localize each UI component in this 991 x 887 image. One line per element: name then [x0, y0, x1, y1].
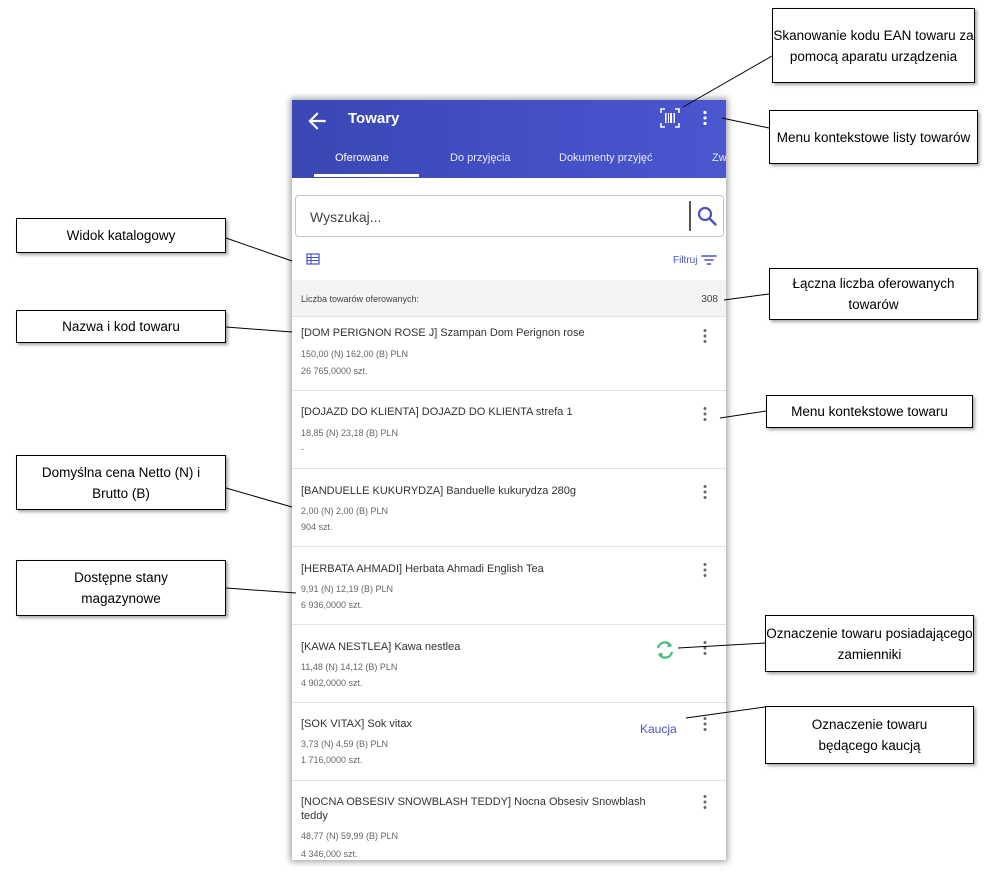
product-row[interactable]: [HERBATA AHMADI] Herbata Ahmadi English …	[292, 547, 726, 625]
page-title: Towary	[348, 110, 400, 127]
active-tab-indicator	[314, 174, 419, 177]
item-context-menu-button[interactable]	[694, 559, 716, 581]
product-stock: 6 936,0000 szt.	[301, 600, 363, 610]
callout-list-menu: Menu kontekstowe listy towarów	[769, 110, 978, 164]
more-vertical-icon	[703, 485, 707, 499]
callout-name-code: Nazwa i kod towaru	[16, 310, 226, 343]
callout-catalog-view: Widok katalogowy	[16, 218, 226, 253]
product-price: 11,48 (N) 14,12 (B) PLN	[301, 662, 398, 672]
product-price: 18,85 (N) 23,18 (B) PLN	[301, 428, 399, 438]
product-name: [BANDUELLE KUKURYDZA] Banduelle kukurydz…	[301, 485, 576, 497]
item-context-menu-button[interactable]	[694, 325, 716, 347]
product-price: 150,00 (N) 162,00 (B) PLN	[301, 349, 409, 359]
more-vertical-icon	[703, 110, 707, 126]
barcode-scan-icon	[660, 108, 680, 128]
product-row[interactable]: [SOK VITAX] Sok vitax 3,73 (N) 4,59 (B) …	[292, 703, 726, 781]
tab-do-przyjecia[interactable]: Do przyjęcia	[450, 152, 511, 164]
arrow-left-icon	[308, 112, 326, 130]
callout-total-count: Łączna liczba oferowanych towarów	[769, 268, 978, 320]
substitutes-indicator	[654, 639, 676, 661]
product-name: [SOK VITAX] Sok vitax	[301, 718, 413, 730]
callout-stock: Dostępne stany magazynowe	[16, 560, 226, 616]
item-context-menu-button[interactable]	[694, 403, 716, 425]
more-vertical-icon	[703, 795, 707, 809]
callout-deposit: Oznaczenie towaru będącego kaucją	[765, 706, 974, 764]
item-context-menu-button[interactable]	[694, 713, 716, 735]
filter-label: Filtruj	[673, 254, 698, 266]
tab-dokumenty-przyjec[interactable]: Dokumenty przyjęć	[559, 152, 653, 164]
product-name: [NOCNA OBSESIV SNOWBLASH TEDDY] Nocna Ob…	[301, 796, 646, 822]
callout-substitutes: Oznaczenie towaru posiadającego zamienni…	[765, 615, 974, 672]
product-stock: 4 902,0000 szt.	[301, 678, 363, 688]
product-price: 3,73 (N) 4,59 (B) PLN	[301, 739, 389, 749]
product-row[interactable]: [KAWA NESTLEA] Kawa nestlea 11,48 (N) 14…	[292, 625, 726, 703]
phone-screen: Towary Oferowane Do przyjęcia Dokumenty …	[292, 100, 726, 860]
search-input[interactable]	[308, 206, 682, 228]
product-stock: 1 716,0000 szt.	[301, 755, 363, 765]
more-vertical-icon	[703, 641, 707, 655]
item-context-menu-button[interactable]	[694, 637, 716, 659]
product-list: [DOM PERIGNON ROSE J] Szampan Dom Perign…	[292, 317, 726, 860]
items-count-value: 308	[701, 294, 718, 305]
tab-zwroty[interactable]: Zw	[712, 152, 726, 164]
product-row[interactable]: [DOM PERIGNON ROSE J] Szampan Dom Perign…	[292, 317, 726, 391]
product-stock: 4 346,000 szt.	[301, 849, 358, 859]
product-name: [DOJAZD DO KLIENTA] DOJAZD DO KLIENTA st…	[301, 406, 573, 418]
product-price: 48,77 (N) 59,99 (B) PLN	[301, 831, 399, 841]
product-stock: 26 765,0000 szt.	[301, 366, 368, 376]
product-price: 9,91 (N) 12,19 (B) PLN	[301, 584, 394, 594]
items-count-label: Liczba towarów oferowanych:	[301, 294, 420, 304]
scan-ean-button[interactable]	[659, 107, 681, 129]
grid-view-icon	[306, 253, 320, 265]
item-context-menu-button[interactable]	[694, 791, 716, 813]
product-row[interactable]: [DOJAZD DO KLIENTA] DOJAZD DO KLIENTA st…	[292, 391, 726, 469]
product-name: [DOM PERIGNON ROSE J] Szampan Dom Perign…	[301, 327, 585, 339]
callout-default-price: Domyślna cena Netto (N) i Brutto (B)	[16, 455, 226, 510]
more-vertical-icon	[703, 563, 707, 577]
callout-item-menu: Menu kontekstowe towaru	[766, 395, 973, 428]
more-vertical-icon	[703, 717, 707, 731]
product-row[interactable]: [NOCNA OBSESIV SNOWBLASH TEDDY] Nocna Ob…	[292, 781, 726, 860]
tab-oferowane[interactable]: Oferowane	[335, 152, 389, 164]
search-divider	[689, 201, 691, 231]
refresh-swap-icon	[656, 641, 674, 659]
list-context-menu-button[interactable]	[694, 107, 716, 129]
product-stock: -	[301, 444, 304, 454]
search-box	[295, 195, 724, 237]
callout-scan-ean: Skanowanie kodu EAN towaru za pomocą apa…	[772, 8, 975, 83]
deposit-badge: Kaucja	[640, 722, 677, 736]
more-vertical-icon	[703, 329, 707, 343]
product-name: [HERBATA AHMADI] Herbata Ahmadi English …	[301, 563, 544, 575]
product-name: [KAWA NESTLEA] Kawa nestlea	[301, 641, 461, 653]
filter-button[interactable]: Filtruj	[673, 251, 718, 269]
product-stock: 904 szt.	[301, 522, 333, 532]
product-row[interactable]: [BANDUELLE KUKURYDZA] Banduelle kukurydz…	[292, 469, 726, 547]
back-button[interactable]	[304, 108, 330, 134]
product-price: 2,00 (N) 2,00 (B) PLN	[301, 506, 389, 516]
search-button[interactable]	[696, 205, 718, 227]
items-count-bar: Liczba towarów oferowanych: 308	[292, 280, 726, 317]
catalog-view-button[interactable]	[306, 252, 320, 266]
filter-icon	[701, 255, 718, 265]
search-icon	[697, 206, 717, 226]
item-context-menu-button[interactable]	[694, 481, 716, 503]
more-vertical-icon	[703, 407, 707, 421]
app-bar: Towary Oferowane Do przyjęcia Dokumenty …	[292, 100, 726, 178]
